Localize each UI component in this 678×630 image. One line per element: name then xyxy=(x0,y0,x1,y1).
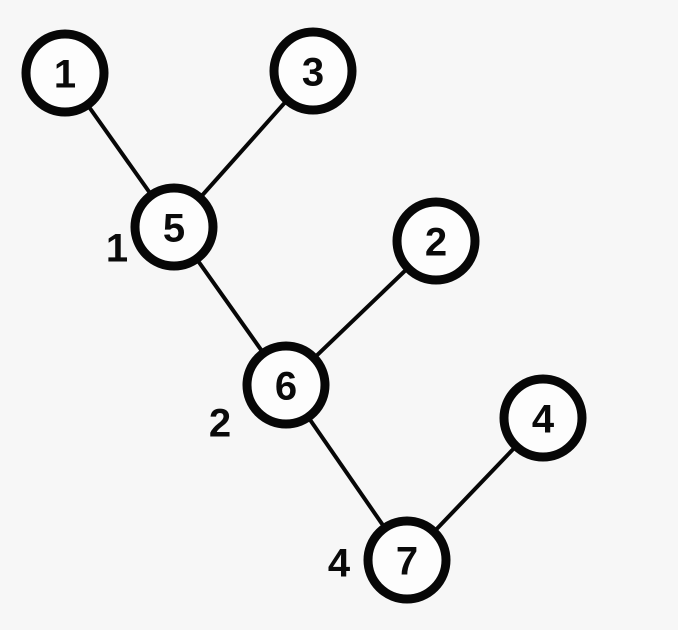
graph-node-3: 3 xyxy=(269,27,357,115)
node-value-4: 4 xyxy=(532,397,555,441)
node-value-6: 6 xyxy=(275,364,297,408)
side-label-of-node-7: 4 xyxy=(328,541,351,585)
node-circle-7 xyxy=(363,516,451,604)
side-label-of-node-6: 2 xyxy=(209,401,231,445)
node-circle-3 xyxy=(269,27,357,115)
node-value-2: 2 xyxy=(425,220,447,264)
node-value-5: 5 xyxy=(163,206,185,250)
graph-node-6: 6 xyxy=(242,341,330,429)
node-circle-1 xyxy=(21,29,109,117)
side-label-of-node-5: 1 xyxy=(106,226,128,270)
node-value-1: 1 xyxy=(54,52,76,96)
graph-node-1: 1 xyxy=(21,29,109,117)
graph-node-2: 2 xyxy=(392,197,480,285)
node-value-7: 7 xyxy=(396,539,418,583)
graph-node-4: 4 xyxy=(499,374,587,462)
node-circle-4 xyxy=(499,374,587,462)
node-circle-5 xyxy=(130,183,218,271)
node-circle-6 xyxy=(242,341,330,429)
graph-node-7: 7 xyxy=(363,516,451,604)
node-value-3: 3 xyxy=(302,50,324,94)
graph-node-5: 5 xyxy=(130,183,218,271)
node-circle-2 xyxy=(392,197,480,285)
